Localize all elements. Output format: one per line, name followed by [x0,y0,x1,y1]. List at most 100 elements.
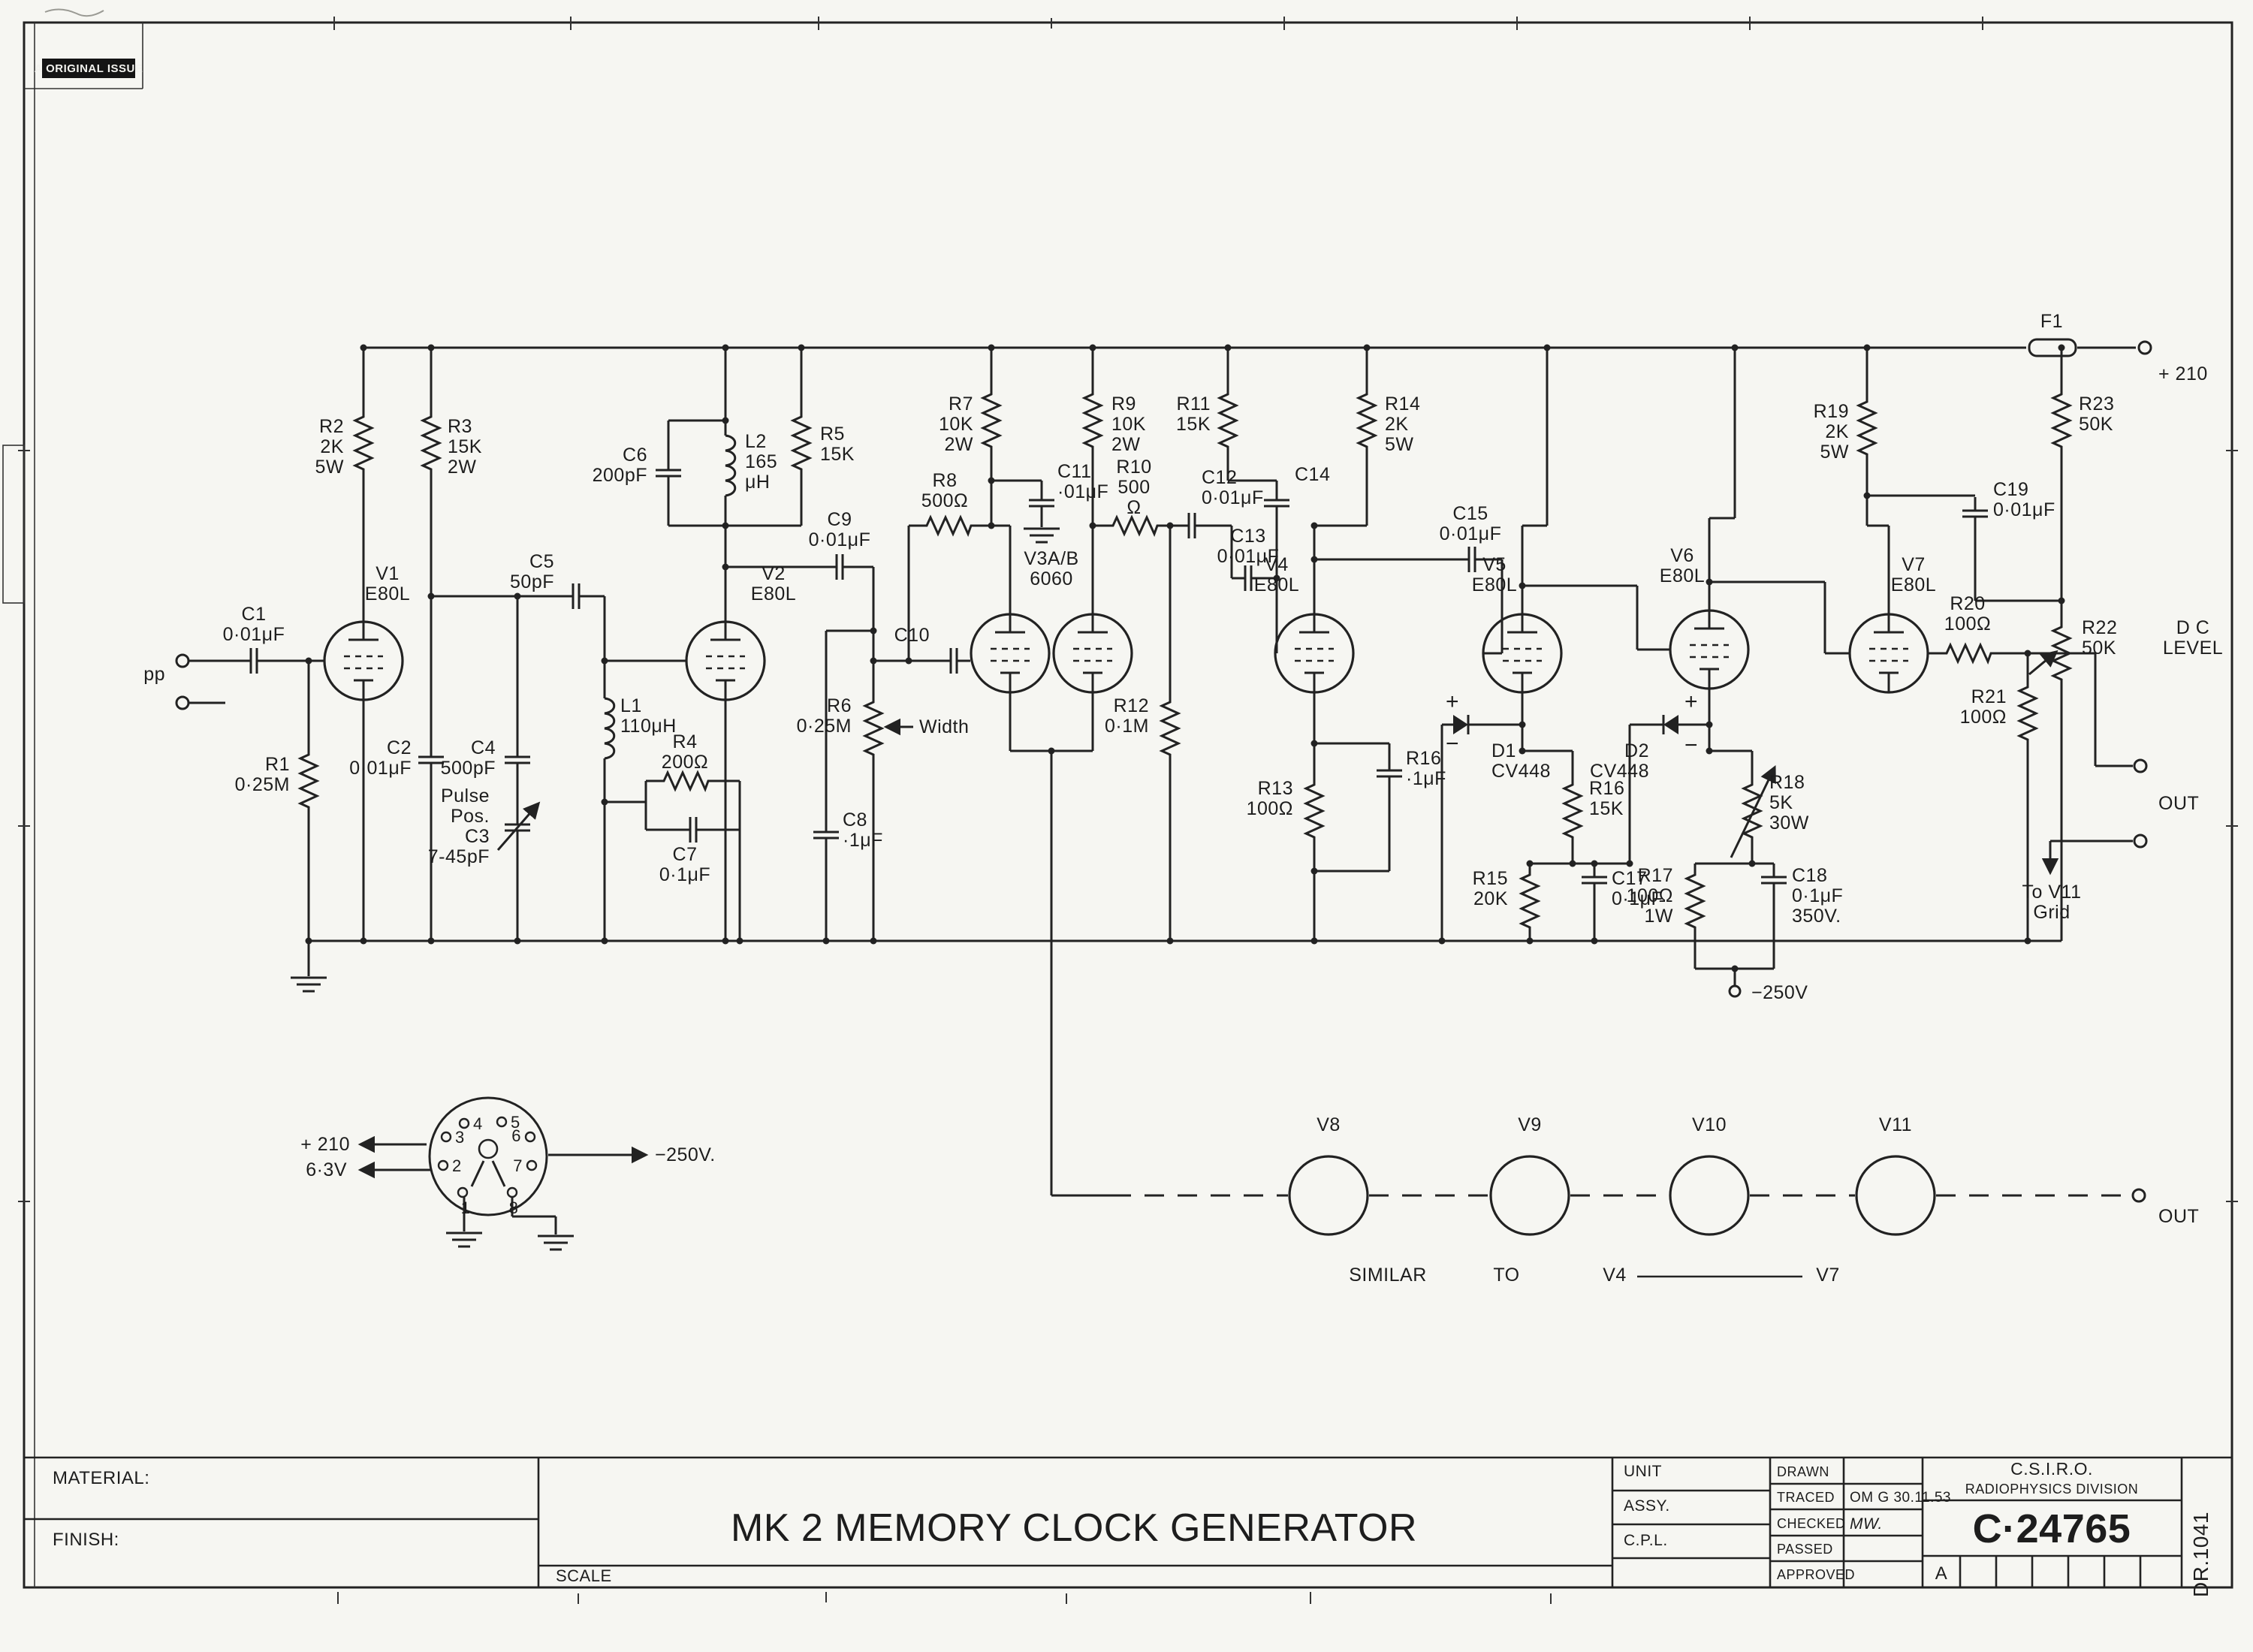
original-issue-stamp: A ORIGINAL ISSUE [35,59,143,78]
label-v8: V8 [1317,1114,1341,1135]
cpl-label: C.P.L. [1624,1532,1668,1549]
resistor-r21 [2018,674,2037,752]
resistor-r19 [1857,389,1877,467]
label-c11: C11·01μF [1057,461,1108,502]
wiper-arrow-r18 [1730,764,1776,858]
capacitor-c19 [1961,496,1989,532]
material-label: MATERIAL: [53,1468,149,1488]
inductor-l1 [603,697,616,760]
label-6: 6 [511,1126,521,1145]
label-f1: F1 [2040,311,2063,332]
title-block-lines [24,1456,2232,1587]
label-3: 3 [455,1128,465,1147]
ground-symbol [1022,527,1061,544]
capacitor-c9 [822,553,858,581]
socket-pin [526,1159,538,1171]
sheet-border [2,8,2238,1604]
dr-number: DR.1041 [2189,1512,2212,1597]
label-+: + 210 [2158,363,2208,384]
tube-v3a [970,613,1051,694]
capacitor-c11 [1027,485,1056,521]
scale-label: SCALE [556,1566,612,1585]
supply-terminal-neg250 [1728,984,1742,998]
resistor-r6 [864,689,883,767]
trimmer-arrow-c3 [496,801,541,851]
label-similar: SIMILAR [1349,1265,1427,1286]
tube-v3b [1052,613,1133,694]
stamp-label: A ORIGINAL ISSUE [35,62,143,75]
socket-pin [506,1186,518,1198]
capacitor-c5 [558,582,594,610]
resistor-r4 [653,771,716,791]
resistor-r3 [421,404,441,482]
label-width: Width [919,716,969,737]
drawing-number: C·24765 [1973,1506,2131,1551]
label-v11: V11 [1879,1114,1912,1135]
tube-v8 [1288,1155,1369,1236]
resistor-r8 [916,516,979,535]
label-v9: V9 [1518,1114,1542,1135]
tube-v1 [323,620,404,701]
wiper-arrow-r22 [2028,650,2058,676]
label-5: 5 [511,1113,520,1132]
pencil-noise [44,8,104,17]
resistor-r18 [1742,772,1762,850]
socket-pin [437,1159,449,1171]
label-v10: V10 [1692,1114,1727,1135]
fuse-f1 [2028,338,2077,357]
resistor-r14 [1357,381,1377,460]
capacitor-c1 [236,647,272,675]
socket-pin [524,1131,536,1143]
wires-r3-c5-c2-c4 [430,348,686,941]
socket-pin [457,1186,469,1198]
approved-label: APPROVED [1777,1567,1855,1582]
label-c10: C10 [894,625,930,646]
terminals [175,340,2152,1203]
finish-label: FINISH: [53,1530,119,1550]
resistor-r2 [354,404,373,482]
label-1: 1 [461,1198,471,1217]
resistor-r20 [1936,644,1999,663]
label-c8: C8·1μF [843,809,883,851]
label-+: + [1684,689,1698,714]
wires-rails [309,346,2136,942]
socket-pin [440,1131,452,1143]
valve-socket-detail [428,1096,548,1216]
tube-v4 [1274,613,1355,694]
tube-v6 [1669,609,1750,690]
label-v4: V4 [1603,1265,1627,1286]
wires-input-v1 [189,348,365,976]
label-−250v: −250V [1751,982,1808,1003]
label-−250v.: −250V. [655,1144,716,1165]
assy-label: ASSY. [1624,1497,1670,1515]
division-name: RADIOPHYSICS DIVISION [1965,1482,2139,1497]
resistor-r10 [1102,516,1166,535]
traced-label: TRACED [1777,1490,1835,1505]
